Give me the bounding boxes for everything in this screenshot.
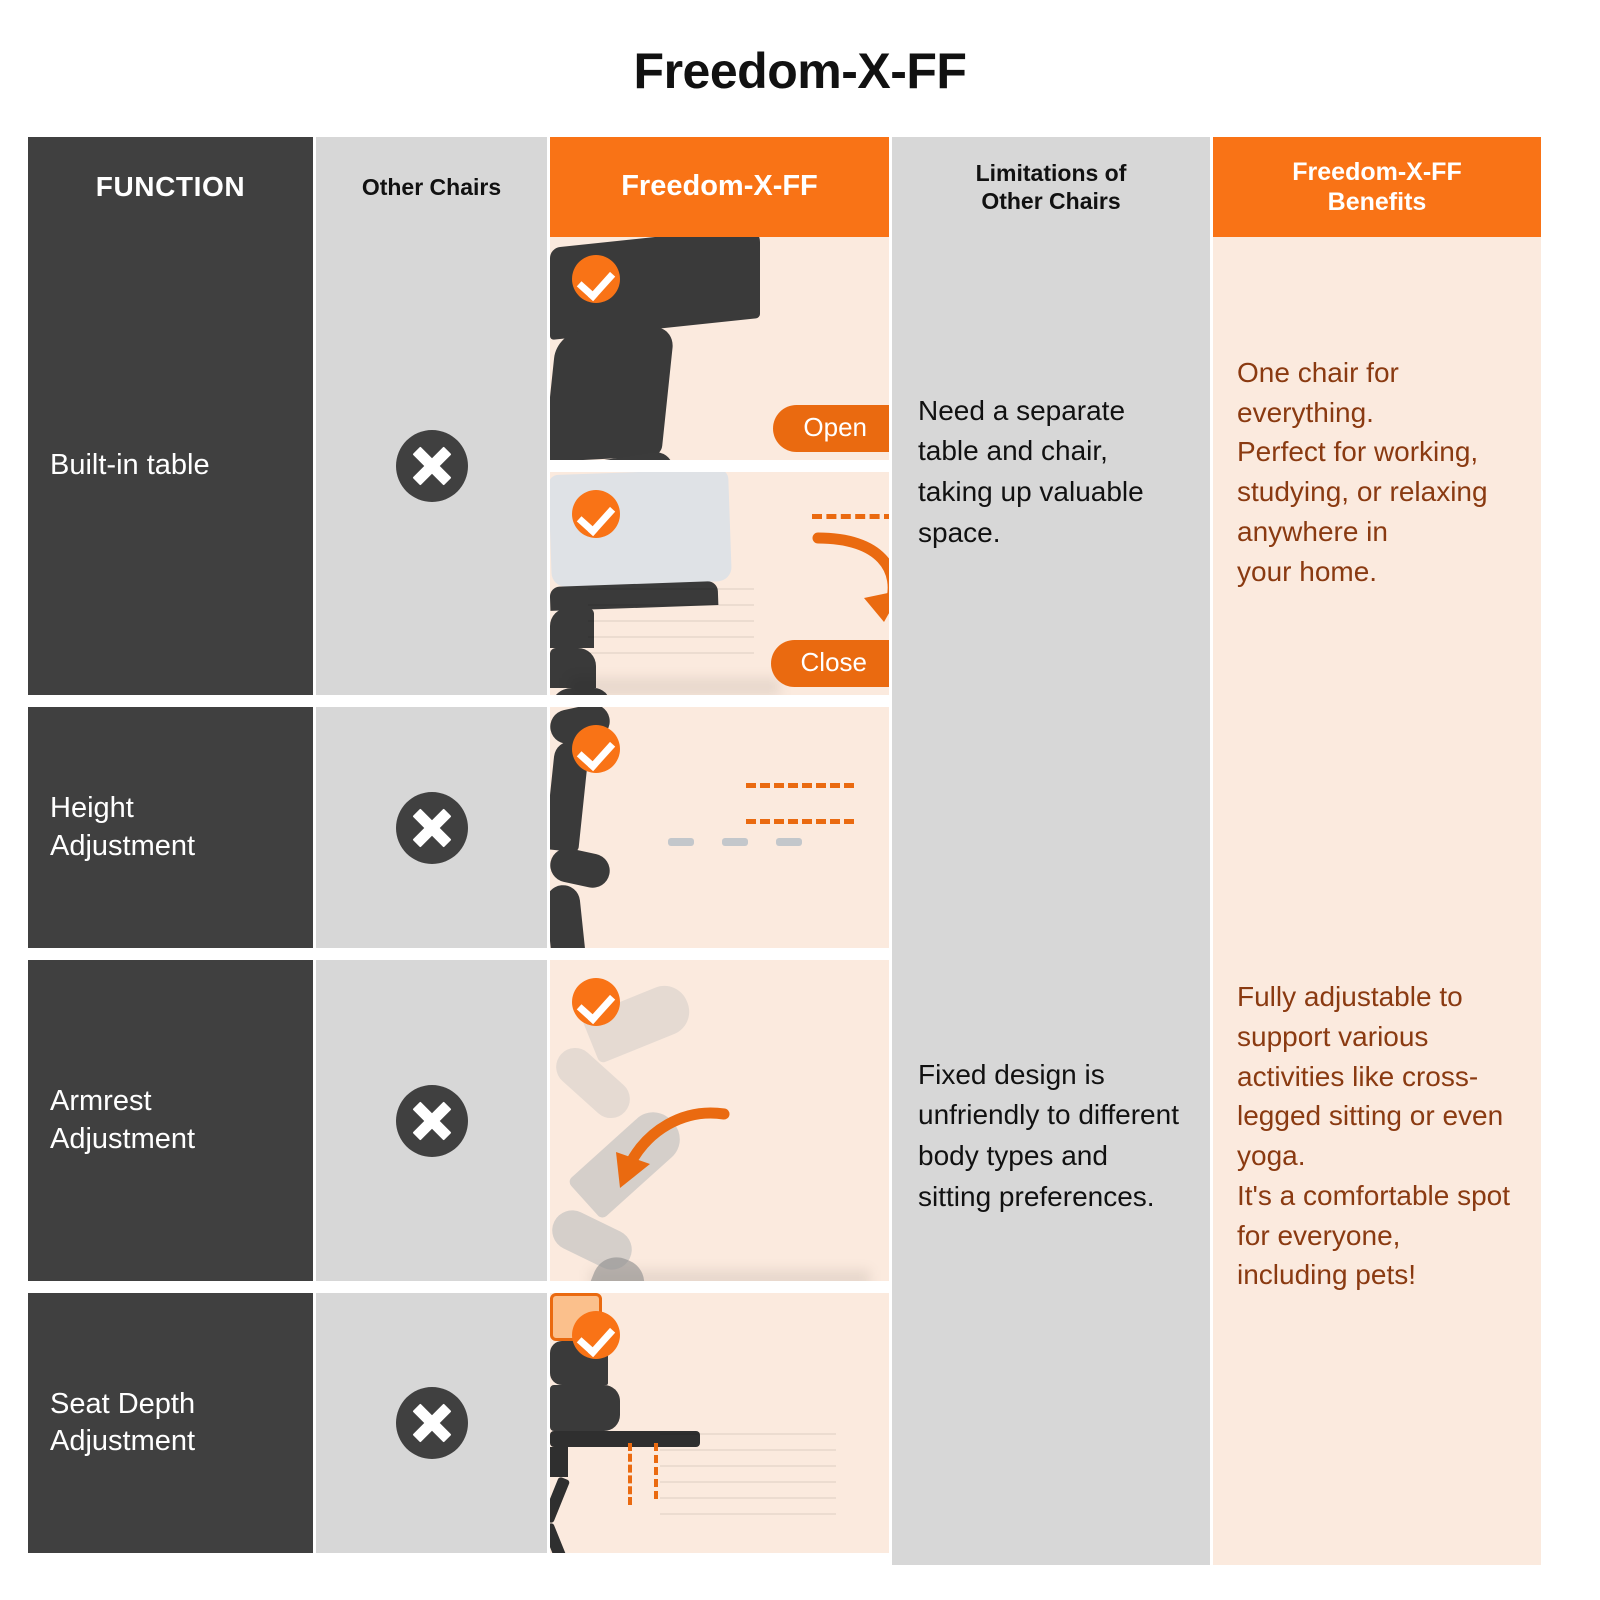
check-mark-icon <box>572 978 620 1026</box>
row-label-height-adjustment-text: Height Adjustment <box>50 792 196 862</box>
row1-product-images: Open <box>550 237 889 695</box>
image-tag-open: Open <box>773 405 889 452</box>
limitations-text-1: Need a separate table and chair, taking … <box>892 237 1210 707</box>
header-benefits-line2: Benefits <box>1327 188 1427 216</box>
header-benefits-line1: Freedom-X-FF <box>1292 157 1462 186</box>
row4-product-image <box>550 1293 889 1553</box>
row-label-height-adjustment: Height Adjustment <box>28 707 313 948</box>
header-other-chairs: Other Chairs <box>316 137 547 237</box>
row3-other-chairs-cell <box>316 960 547 1281</box>
header-limitations-line1: Limitations of <box>975 159 1127 186</box>
dashed-guide-line-top <box>746 783 854 788</box>
x-mark-icon <box>395 1084 468 1157</box>
height-adjustment-illustration <box>550 707 889 948</box>
dashed-guide-left <box>628 1443 632 1505</box>
row2-product-image <box>550 707 889 948</box>
armrest-adjustment-illustration <box>550 960 889 1281</box>
curved-arrow-icon <box>616 1107 730 1188</box>
page-title: Freedom-X-FF <box>633 43 967 99</box>
dashed-guide-line <box>812 514 889 519</box>
benefits-text-1: One chair for everything. Perfect for wo… <box>1213 237 1541 707</box>
header-limitations: Limitations of Other Chairs <box>892 137 1210 237</box>
limitations-text-2: Fixed design is unfriendly to different … <box>892 707 1210 1565</box>
x-mark-icon <box>395 1387 468 1459</box>
comparison-table: FUNCTION Other Chairs Freedom-X-FF Limit… <box>28 137 1541 1572</box>
row-label-armrest-adjustment-text: Armrest Adjustment <box>50 1085 196 1155</box>
row-label-built-in-table: Built-in table <box>28 237 313 695</box>
row-label-armrest-adjustment: Armrest Adjustment <box>28 960 313 1281</box>
image-tag-close: Close <box>770 640 889 687</box>
header-benefits: Freedom-X-FF Benefits <box>1213 137 1541 237</box>
row-label-seat-depth-adjustment: Seat Depth Adjustment <box>28 1293 313 1553</box>
check-mark-icon <box>572 1311 620 1359</box>
benefits-text-2: Fully adjustable to support various acti… <box>1213 707 1541 1565</box>
header-product: Freedom-X-FF <box>550 137 889 237</box>
header-limitations-line2: Other Chairs <box>981 188 1121 214</box>
row1-image-close: Close <box>550 472 889 695</box>
row-label-seat-depth-adjustment-text: Seat Depth Adjustment <box>50 1387 196 1457</box>
row4-other-chairs-cell <box>316 1293 547 1553</box>
header-function: FUNCTION <box>28 137 313 237</box>
row1-other-chairs-cell <box>316 237 547 695</box>
x-mark-icon <box>395 791 468 864</box>
chair-table-closed-illustration <box>550 472 889 695</box>
row2-other-chairs-cell <box>316 707 547 948</box>
x-mark-icon <box>395 430 468 502</box>
row3-product-image <box>550 960 889 1281</box>
dashed-guide-right <box>654 1443 658 1499</box>
check-mark-icon <box>572 490 620 538</box>
check-mark-icon <box>572 725 620 773</box>
curved-arrow-icon <box>812 532 889 622</box>
check-mark-icon <box>572 255 620 303</box>
row1-image-open: Open <box>550 237 889 460</box>
dashed-guide-line-bottom <box>746 819 854 824</box>
